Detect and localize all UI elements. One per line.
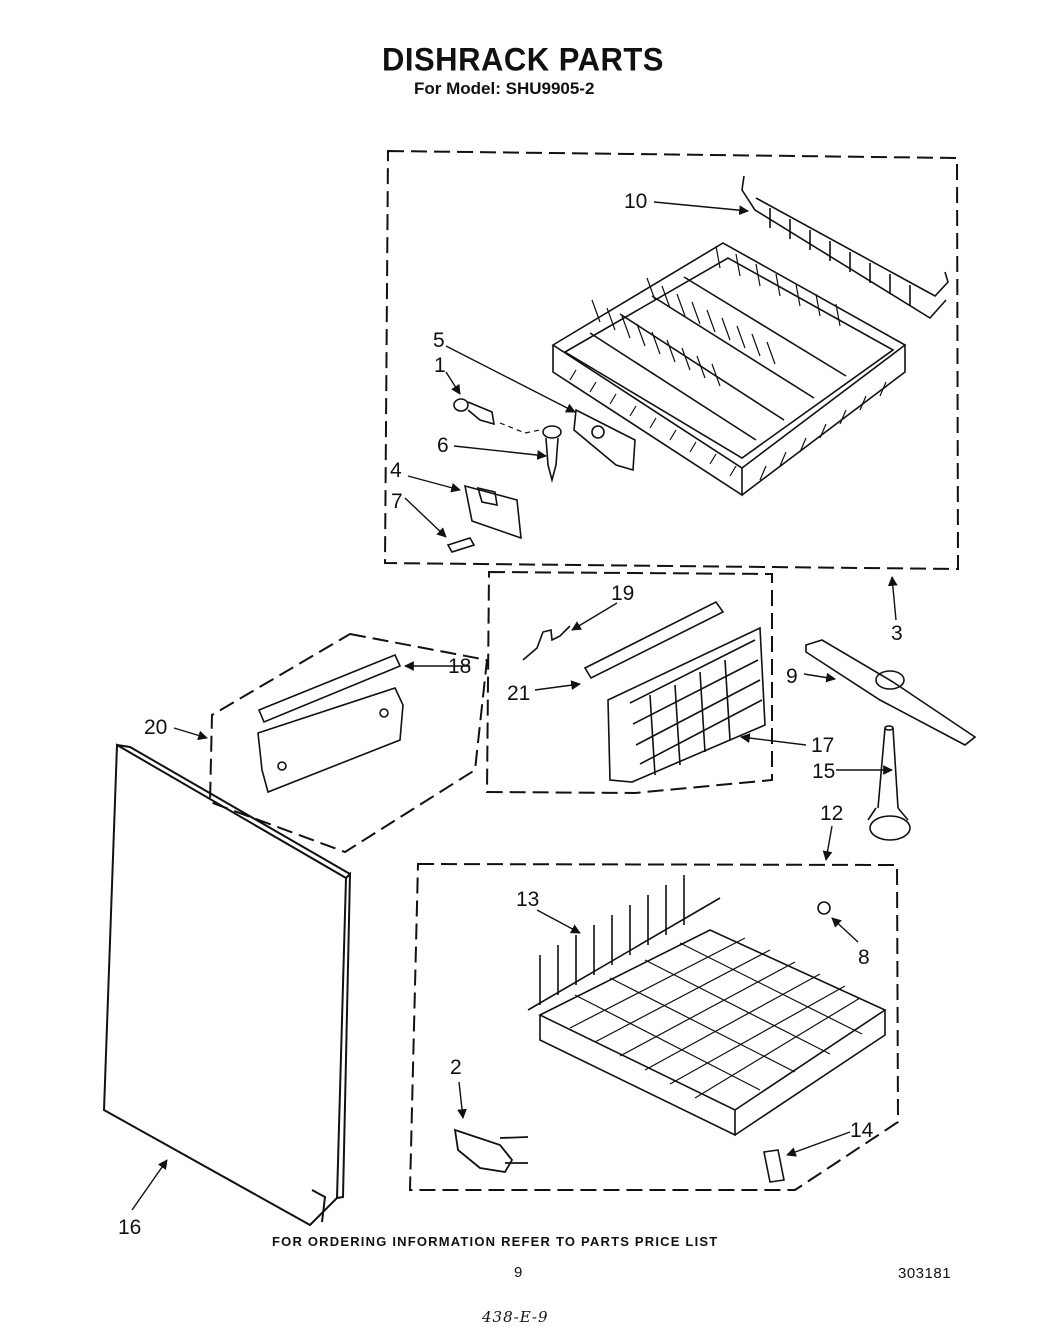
- ordering-note: FOR ORDERING INFORMATION REFER TO PARTS …: [272, 1234, 719, 1249]
- part-7-pin: [446, 537, 476, 553]
- part-17-insert-panel: [607, 626, 766, 783]
- callout-9: 9: [786, 665, 798, 688]
- callout-17: 17: [811, 734, 834, 757]
- handwritten-note: 438-E-9: [482, 1308, 549, 1326]
- callout-labels: 1 2 3 4 5 6 7 8 9 10 12 13 14 15 16 17 1…: [118, 190, 903, 1239]
- callout-14: 14: [850, 1119, 874, 1142]
- callout-15: 15: [812, 760, 835, 783]
- callout-19: 19: [611, 582, 634, 605]
- part-5-adjuster-bracket: [573, 408, 636, 472]
- callout-8: 8: [858, 946, 870, 969]
- callout-1: 1: [434, 354, 446, 377]
- callout-12: 12: [820, 802, 843, 825]
- part-13-tine-row: [527, 875, 721, 1011]
- part-1-clip: [453, 398, 495, 426]
- callout-7: 7: [391, 490, 403, 513]
- part-9-spray-arm: [805, 639, 977, 746]
- part-8-clip: [817, 901, 831, 915]
- callout-21: 21: [507, 682, 530, 705]
- mid-insert-group-box: [485, 570, 773, 795]
- part-14-end-cap: [763, 1149, 785, 1183]
- upper-dishrack: [551, 242, 907, 497]
- part-4-cover: [463, 484, 522, 540]
- callout-18: 18: [448, 655, 471, 678]
- callout-20: 20: [144, 716, 167, 739]
- part-15-spray-tube: [867, 725, 911, 841]
- callout-6: 6: [437, 434, 449, 457]
- part-19-wire-clip: [522, 625, 571, 661]
- upper-rack-group-box: [383, 149, 960, 571]
- leader-lines: [131, 201, 898, 1211]
- part-1-dashed-path: [499, 422, 541, 434]
- part-6-axle: [542, 425, 562, 484]
- part-18-strip: [257, 653, 402, 724]
- part-12-lower-rack: [538, 929, 887, 1137]
- part-2-wheel-bracket: [453, 1128, 529, 1173]
- callout-3: 3: [891, 622, 903, 645]
- lower-rack-group-box: [408, 862, 900, 1191]
- callout-13: 13: [516, 888, 539, 911]
- callout-4: 4: [390, 459, 402, 482]
- model-subtitle: For Model: SHU9905-2: [414, 79, 595, 98]
- page-title: DISHRACK PARTS: [382, 41, 664, 78]
- part-20-basket: [257, 687, 404, 794]
- callout-2: 2: [450, 1056, 462, 1079]
- part-21-strip: [583, 600, 725, 680]
- utensil-basket-group-box: [208, 632, 489, 854]
- document-code: 303181: [898, 1265, 952, 1282]
- callout-10: 10: [624, 190, 647, 213]
- callout-5: 5: [433, 329, 445, 352]
- part-16-door-panel: [102, 743, 352, 1227]
- callout-16: 16: [118, 1216, 141, 1239]
- part-10-cup-shelf: [741, 175, 949, 320]
- page-number: 9: [514, 1264, 523, 1281]
